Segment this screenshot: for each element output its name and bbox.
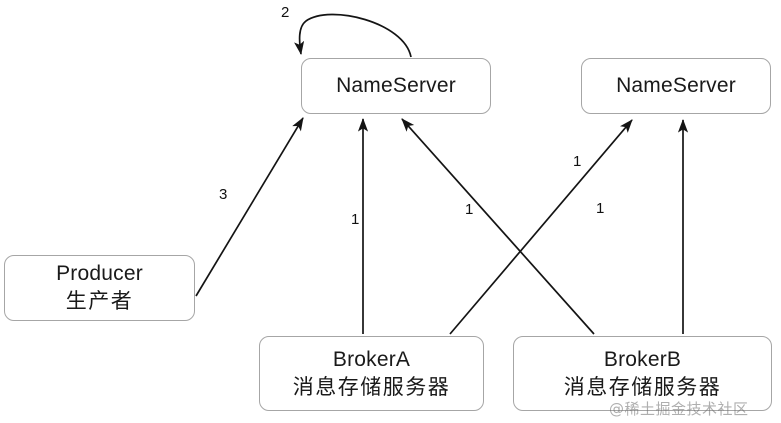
edge-label-producer-to-nameserver-left: 3 xyxy=(219,186,228,203)
edge-label-self-loop: 2 xyxy=(281,4,290,21)
node-brokera-subtitle: 消息存储服务器 xyxy=(292,374,451,399)
node-producer[interactable]: Producer 生产者 xyxy=(4,255,195,321)
node-brokera-title: BrokerA xyxy=(332,347,411,371)
node-nameserver-left-title: NameServer xyxy=(336,73,456,97)
edge-brokera-to-nameserver-right xyxy=(449,119,633,335)
edge-self-loop-nameserver-left xyxy=(294,13,412,58)
watermark-text: @稀土掘金技术社区 xyxy=(609,400,749,418)
edge-label-brokerb-to-nameserver-right: 1 xyxy=(596,200,605,217)
node-nameserver-right-title: NameServer xyxy=(616,73,736,97)
edge-brokerb-to-nameserver-left xyxy=(401,118,595,335)
edge-label-brokera-to-nameserver-right: 1 xyxy=(465,201,474,218)
node-producer-title: Producer xyxy=(56,262,143,286)
node-nameserver-left[interactable]: NameServer xyxy=(301,58,491,114)
node-brokera[interactable]: BrokerA 消息存储服务器 xyxy=(259,336,484,411)
edge-producer-to-nameserver-left xyxy=(195,117,304,297)
node-brokerb-subtitle: 消息存储服务器 xyxy=(563,374,722,399)
edge-label-brokerb-to-nameserver-left: 1 xyxy=(573,153,582,170)
node-brokerb[interactable]: BrokerB 消息存储服务器 xyxy=(513,336,772,411)
edge-label-brokera-to-nameserver-left: 1 xyxy=(351,211,360,228)
node-brokerb-title: BrokerB xyxy=(603,347,682,371)
node-nameserver-right[interactable]: NameServer xyxy=(581,58,771,114)
node-producer-subtitle: 生产者 xyxy=(65,289,134,313)
